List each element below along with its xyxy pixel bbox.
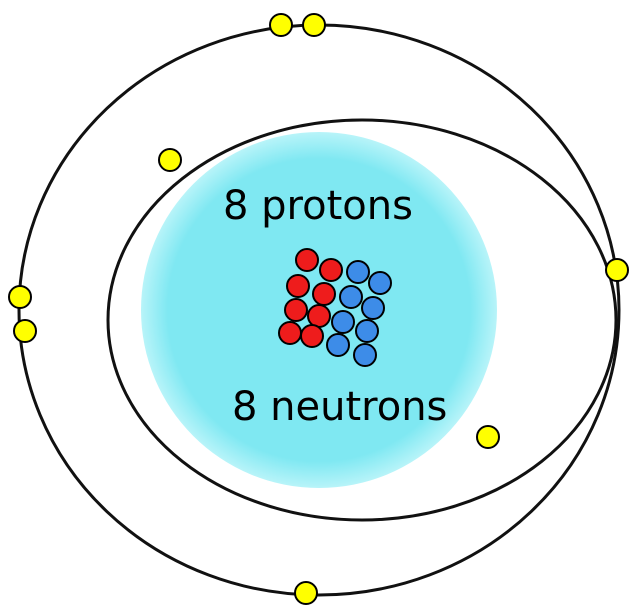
neutrons: [326, 260, 392, 367]
outer-shell-electron: [294, 581, 318, 605]
proton: [307, 304, 331, 328]
proton: [312, 282, 336, 306]
proton: [300, 324, 324, 348]
proton: [278, 321, 302, 345]
outer-shell-electron: [302, 13, 326, 37]
inner-electron-shell: [106, 118, 618, 522]
neutron: [361, 296, 385, 320]
outer-shell-electron: [269, 13, 293, 37]
neutron: [331, 310, 355, 334]
proton: [284, 298, 308, 322]
proton: [295, 248, 319, 272]
outer-shell-electron: [8, 285, 32, 309]
neutron: [339, 285, 363, 309]
outer-shell-electron: [605, 258, 629, 282]
neutron: [326, 333, 350, 357]
inner-shell-electron: [158, 148, 182, 172]
outer-shell-electron: [13, 319, 37, 343]
proton: [286, 274, 310, 298]
protons-label: 8 protons: [223, 183, 413, 229]
inner-shell-electron: [476, 425, 500, 449]
neutron: [368, 271, 392, 295]
nucleus: [278, 248, 392, 367]
neutron: [355, 319, 379, 343]
neutrons-label: 8 neutrons: [232, 384, 447, 430]
neutron: [353, 343, 377, 367]
electrons: [8, 13, 629, 605]
protons: [278, 248, 343, 348]
proton: [319, 258, 343, 282]
neutron: [346, 260, 370, 284]
